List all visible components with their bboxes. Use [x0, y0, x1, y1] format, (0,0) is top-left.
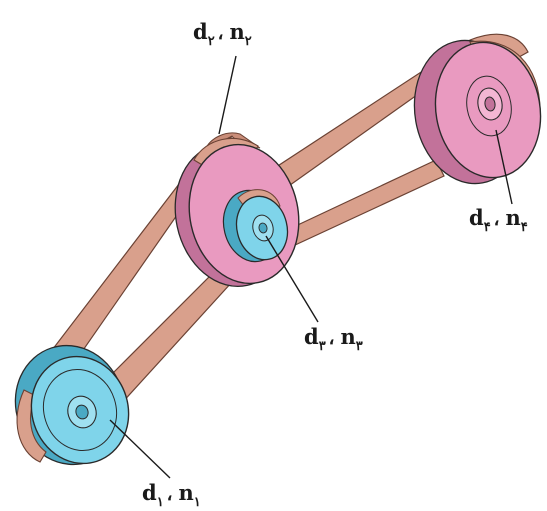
leader-line-pulley-1 — [109, 419, 171, 479]
pulley-4 — [413, 39, 542, 185]
leader-lines — [109, 55, 513, 479]
label-pulley-1-d: d — [142, 480, 157, 505]
pulley-4-groove — [466, 75, 512, 137]
label-pulley-1-separator: ، — [166, 484, 173, 505]
pulley-4-bore — [484, 96, 496, 112]
label-pulley-3-separator: ، — [328, 328, 335, 349]
leader-line-pulley-4 — [495, 129, 513, 205]
label-pulley-4-d: d — [469, 205, 484, 230]
label-pulley-2-n: n — [229, 19, 245, 44]
label-pulley-3-n-subscript: ۳ — [355, 339, 363, 354]
label-pulley-3-d: d — [304, 324, 319, 349]
label-pulley-1-n: n — [178, 480, 194, 505]
pulley-3-bore — [258, 222, 268, 234]
label-pulley-1: d۱،n۱ — [142, 480, 201, 509]
label-pulley-4: d۴،n۴ — [469, 205, 528, 234]
label-pulley-4-separator: ، — [493, 209, 500, 230]
label-pulley-1-d-subscript: ۱ — [156, 495, 164, 510]
label-pulley-3-d-subscript: ۳ — [318, 339, 326, 354]
pulley-1 — [14, 344, 130, 466]
label-pulley-2: d۲،n۲ — [193, 19, 252, 48]
label-pulley-3-n: n — [340, 324, 356, 349]
label-pulley-4-d-subscript: ۴ — [483, 220, 491, 235]
label-pulley-4-n: n — [505, 205, 521, 230]
pulley-1-groove — [42, 368, 118, 452]
label-pulley-1-n-subscript: ۱ — [193, 495, 201, 510]
label-pulley-4-n-subscript: ۴ — [520, 220, 528, 235]
pulley-3 — [222, 189, 289, 263]
leader-line-pulley-3 — [265, 235, 319, 323]
label-pulley-2-d: d — [193, 19, 208, 44]
label-pulley-2-n-subscript: ۲ — [244, 34, 252, 49]
label-pulley-2-d-subscript: ۲ — [207, 34, 215, 49]
leader-line-pulley-2 — [218, 55, 237, 135]
label-pulley-3: d۳،n۳ — [304, 324, 363, 353]
pulley-1-bore — [75, 404, 89, 420]
label-pulley-2-separator: ، — [217, 23, 224, 44]
